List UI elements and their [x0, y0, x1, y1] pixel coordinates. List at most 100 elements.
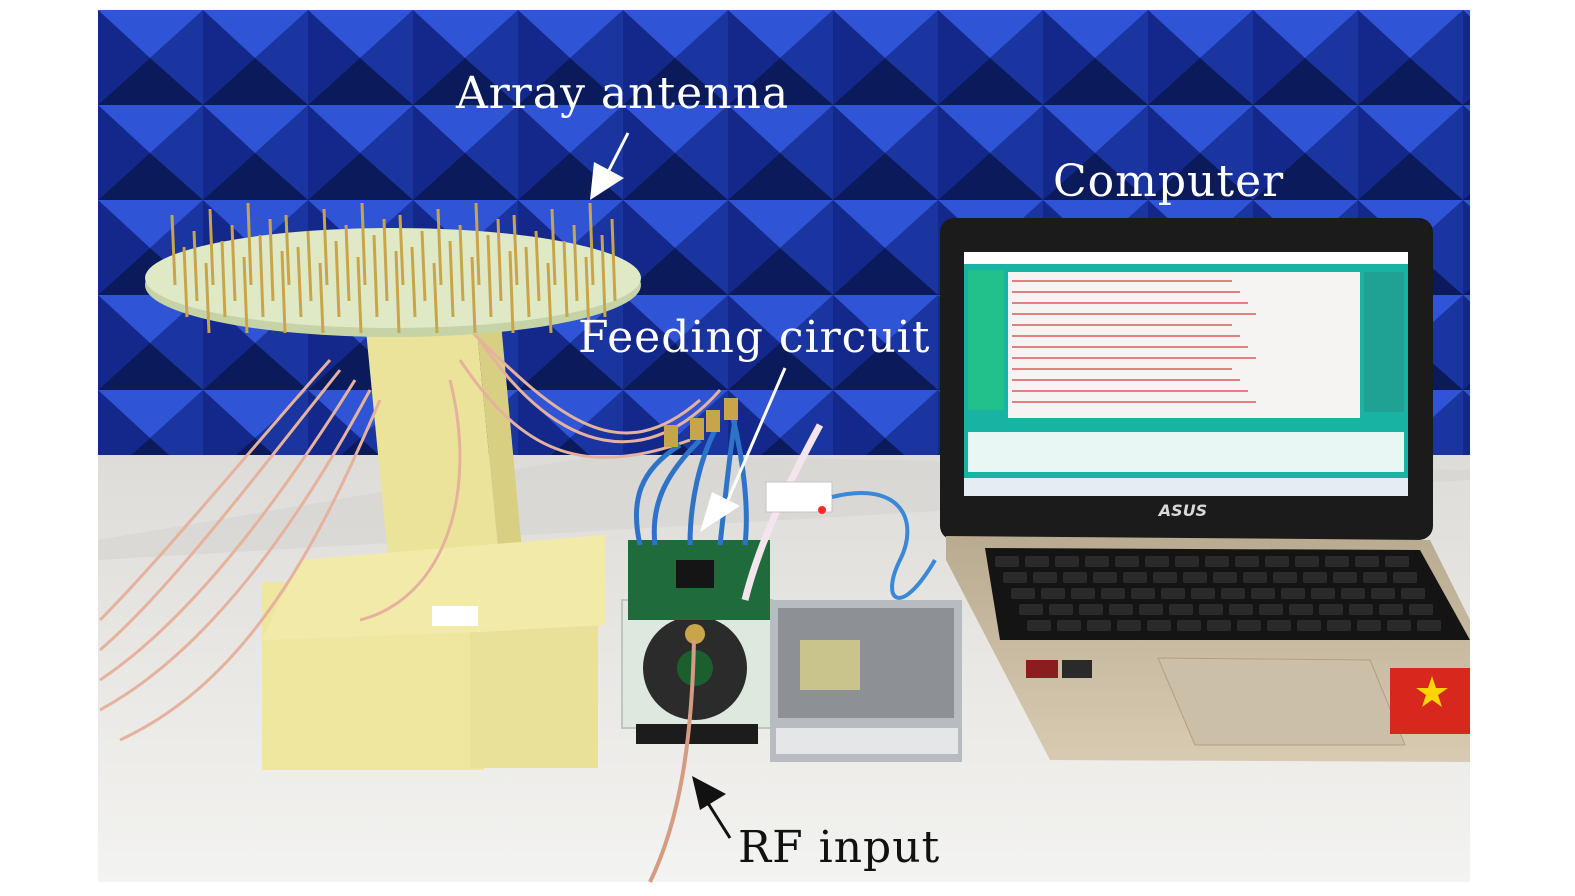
feeding-circuit	[621, 398, 937, 883]
log-line	[1012, 302, 1248, 304]
keyboard-key	[1409, 604, 1433, 615]
amd-sticker	[1026, 660, 1058, 678]
keyboard-key	[1191, 588, 1215, 599]
keyboard-key	[1327, 620, 1351, 631]
log-line	[1012, 313, 1256, 315]
antenna-pin	[496, 218, 503, 302]
antenna-pin	[372, 234, 379, 318]
antenna-pin	[220, 240, 227, 318]
antenna-pin	[322, 208, 329, 286]
keyboard-key	[1205, 556, 1229, 567]
antenna-pin	[546, 262, 553, 334]
keyboard-key	[1041, 588, 1065, 599]
laptop-touchpad	[1157, 657, 1406, 746]
keyboard-key	[1295, 556, 1319, 567]
array-antenna	[145, 202, 641, 337]
keyboard-key	[1057, 620, 1081, 631]
keyboard-key	[1273, 572, 1297, 583]
antenna-pin	[534, 230, 541, 302]
circuit-base	[636, 724, 758, 744]
keyboard-key	[1011, 588, 1035, 599]
keyboard-key	[1071, 588, 1095, 599]
screen-taskbar	[964, 478, 1408, 496]
keyboard-key	[1325, 556, 1349, 567]
keyboard-key	[1183, 572, 1207, 583]
sma-connector	[685, 624, 705, 644]
keyboard-key	[1281, 588, 1305, 599]
antenna-pin	[420, 230, 427, 302]
keyboard-key	[1221, 588, 1245, 599]
keyboard-key	[1177, 620, 1201, 631]
antenna-pin	[486, 234, 493, 318]
screen-left-panel	[968, 270, 1004, 410]
log-line	[1012, 401, 1256, 403]
keyboard-key	[1401, 588, 1425, 599]
antenna-pin	[562, 240, 569, 318]
antenna-pin	[432, 262, 439, 334]
keyboard-key	[1267, 620, 1291, 631]
keyboard-key	[1139, 604, 1163, 615]
keyboard-key	[1385, 556, 1409, 567]
arrow-rf-input-shaft	[704, 799, 732, 839]
antenna-pin	[284, 214, 291, 286]
log-line	[1012, 368, 1232, 370]
keyboard-key	[1319, 604, 1343, 615]
pcb-chip	[676, 560, 714, 588]
keyboard-key	[1349, 604, 1373, 615]
keyboard-key	[1161, 588, 1185, 599]
antenna-pin	[588, 202, 595, 286]
antenna-pin	[268, 218, 275, 302]
keyboard-key	[1363, 572, 1387, 583]
arrow-feeding-circuit-shaft	[726, 367, 787, 501]
antenna-pin	[182, 246, 189, 318]
keyboard-key	[1055, 556, 1079, 567]
antenna-pin	[600, 234, 607, 318]
keyboard-keys	[995, 556, 1441, 631]
antenna-pin	[242, 256, 249, 334]
screen-log-lines	[1012, 280, 1256, 403]
keyboard-key	[1237, 620, 1261, 631]
keyboard-key	[1049, 604, 1073, 615]
keyboard-key	[1357, 620, 1381, 631]
log-line	[1012, 324, 1232, 326]
antenna-support	[262, 310, 605, 770]
antenna-pin	[448, 240, 455, 318]
led-red	[818, 506, 826, 514]
keyboard-key	[1417, 620, 1441, 631]
keyboard-key	[1131, 588, 1155, 599]
screen-right-panel	[1364, 272, 1404, 412]
arrow-array-antenna-shaft	[604, 132, 630, 177]
keyboard-key	[1393, 572, 1417, 583]
keyboard-key	[995, 556, 1019, 567]
antenna-pin	[334, 240, 341, 318]
foam-label	[432, 606, 478, 626]
antenna-pin	[572, 224, 579, 302]
antenna-pin	[230, 224, 237, 302]
antenna-pin	[318, 262, 325, 334]
keyboard-key	[1379, 604, 1403, 615]
antenna-pin	[436, 208, 443, 286]
log-line	[1012, 379, 1240, 381]
psu-capacitors	[800, 640, 860, 690]
label-feeding-circuit: Feeding circuit	[578, 312, 931, 363]
antenna-pin	[192, 230, 199, 302]
keyboard-key	[1333, 572, 1357, 583]
antenna-pins	[170, 202, 617, 334]
radeon-sticker	[1062, 660, 1092, 678]
foam-base-top	[262, 535, 605, 640]
keyboard-key	[1341, 588, 1365, 599]
antenna-pin	[296, 246, 303, 318]
antenna-pin	[550, 208, 557, 286]
antenna-pin	[258, 234, 265, 318]
log-line	[1012, 346, 1248, 348]
power-supply	[770, 600, 962, 762]
annotation-arrows	[590, 132, 787, 839]
keyboard-key	[1207, 620, 1231, 631]
antenna-pin	[208, 208, 215, 286]
keyboard-key	[1147, 620, 1171, 631]
antenna-pin	[204, 262, 211, 334]
keyboard-key	[1153, 572, 1177, 583]
label-rf-input: RF input	[738, 822, 941, 873]
keyboard-key	[1025, 556, 1049, 567]
